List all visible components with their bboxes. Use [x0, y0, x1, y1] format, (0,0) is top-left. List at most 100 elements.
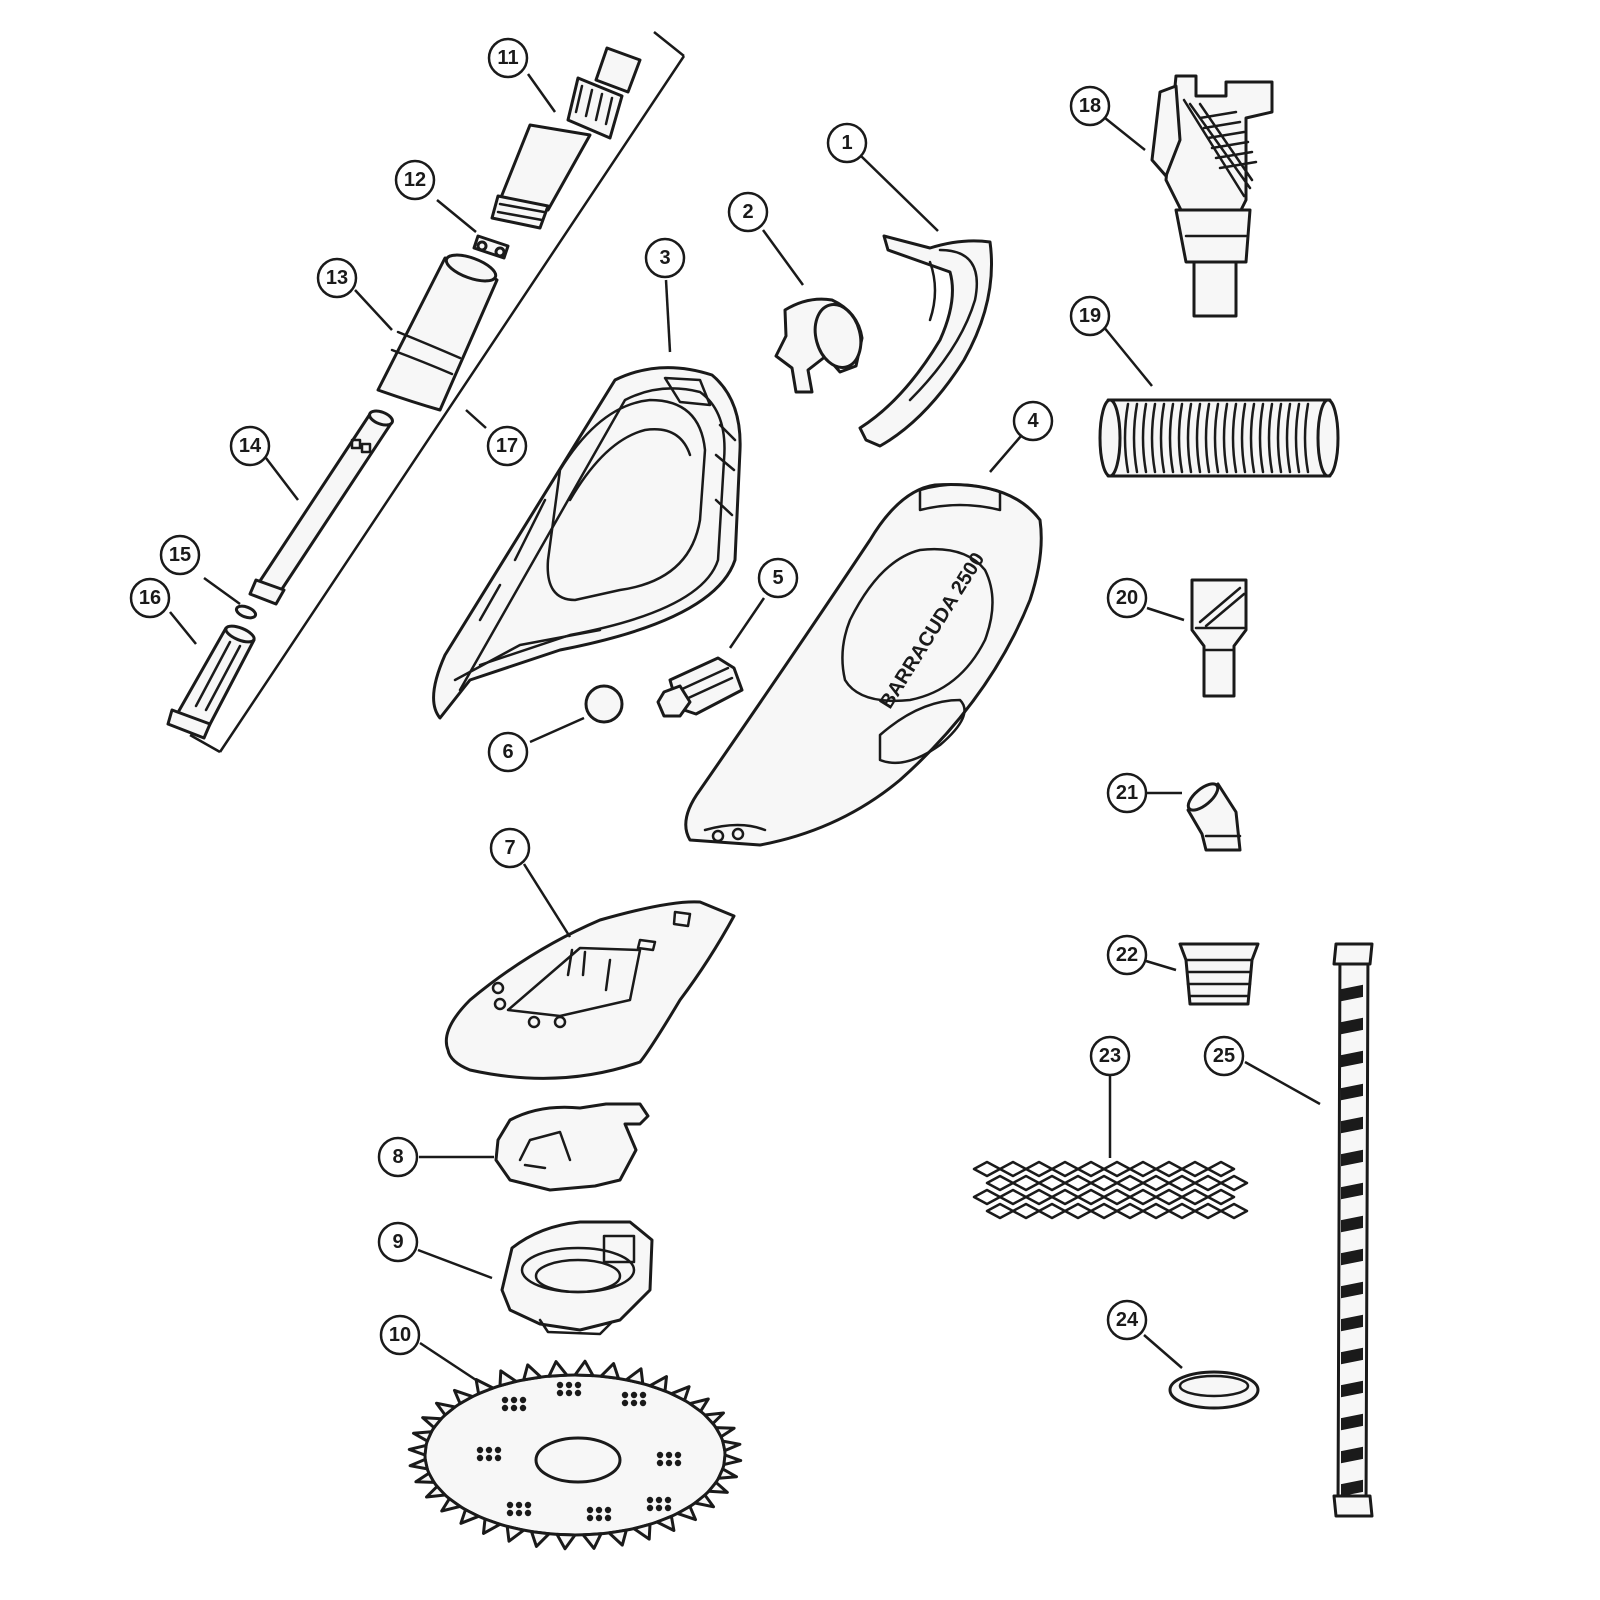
callout-18: 18	[1069, 85, 1111, 127]
disc-hole	[574, 1381, 582, 1389]
disc-hole	[556, 1381, 564, 1389]
callout-label: 16	[139, 587, 161, 609]
disc-hole	[519, 1396, 527, 1404]
disc-fin	[555, 1532, 577, 1551]
part-3-inner-body	[432, 366, 742, 720]
disc-hole	[519, 1404, 527, 1412]
disc-fin	[547, 1360, 569, 1378]
disc-hole	[586, 1514, 594, 1522]
callout-8: 8	[377, 1136, 419, 1178]
callout-label: 22	[1116, 944, 1138, 966]
disc-hole	[494, 1446, 502, 1454]
callout-15: 15	[159, 534, 201, 576]
disc-fin	[722, 1453, 743, 1467]
hose-rib	[1159, 402, 1166, 474]
disc-fin	[425, 1484, 447, 1499]
part-8-plate	[494, 1102, 650, 1192]
callout-13: 13	[316, 257, 358, 299]
part-18-swivel-valve	[1150, 74, 1274, 318]
disc-fin	[459, 1508, 481, 1525]
callout-19: 19	[1069, 295, 1111, 337]
hose-rib	[1303, 402, 1310, 474]
part-15-o-ring	[234, 604, 258, 620]
callout-21: 21	[1106, 772, 1148, 814]
callout-10: 10	[379, 1314, 421, 1356]
disc-fin	[676, 1504, 697, 1522]
disc-fin	[599, 1362, 620, 1380]
disc-hole	[646, 1504, 654, 1512]
callout-20: 20	[1106, 577, 1148, 619]
hose-rib	[1231, 402, 1238, 474]
disc-fin	[530, 1530, 551, 1548]
tube-rib	[1341, 1116, 1363, 1134]
tube-ribs	[1341, 984, 1363, 1497]
mesh-cell	[1219, 1202, 1249, 1220]
disc-fin	[407, 1443, 428, 1457]
hose-rib	[1168, 402, 1175, 474]
disc-hole	[674, 1451, 682, 1459]
disc-fin	[573, 1359, 595, 1378]
part-7-base	[444, 900, 736, 1080]
callout-label: 20	[1116, 587, 1138, 609]
callout-9: 9	[377, 1221, 419, 1263]
callout-label: 10	[389, 1324, 411, 1346]
part-23-mesh	[972, 1160, 1252, 1222]
tube-rib	[1341, 984, 1363, 1002]
disc-hole	[604, 1506, 612, 1514]
hose-rib	[1141, 402, 1148, 474]
part-16-end-coupling	[166, 624, 256, 740]
tube-rib	[1341, 1050, 1363, 1068]
disc-fin	[412, 1430, 433, 1443]
tube-rib	[1341, 1149, 1363, 1167]
callout-label: 2	[742, 201, 753, 223]
callout-23: 23	[1089, 1035, 1131, 1077]
disc-hole	[556, 1389, 564, 1397]
disc-hole	[664, 1504, 672, 1512]
disc-hole	[639, 1399, 647, 1407]
disc-fin	[414, 1471, 436, 1484]
disc-hole	[630, 1391, 638, 1399]
callout-label: 11	[497, 47, 518, 69]
part-24-ring	[1168, 1370, 1260, 1410]
disc-hole	[476, 1454, 484, 1462]
disc-fins	[407, 1359, 743, 1551]
callout-7: 7	[489, 827, 531, 869]
part-19-corrugated-hose	[1098, 398, 1340, 478]
disc-fin	[607, 1528, 628, 1547]
tube-rib	[1341, 1380, 1363, 1398]
callout-label: 3	[659, 247, 670, 269]
disc-hole	[485, 1446, 493, 1454]
hose-rib	[1132, 402, 1139, 474]
tube-rib	[1341, 1413, 1363, 1431]
hose-rib	[1267, 402, 1274, 474]
disc-hole	[524, 1501, 532, 1509]
disc-hole	[565, 1389, 573, 1397]
disc-fin	[408, 1457, 429, 1471]
tube-rib	[1341, 1314, 1363, 1332]
tube-rib	[1341, 1083, 1363, 1101]
hose-corrugations	[1123, 402, 1310, 474]
tube-rib	[1341, 1215, 1363, 1233]
part-21-elbow	[1186, 782, 1242, 852]
disc-hole	[501, 1404, 509, 1412]
part-13-coupling	[376, 253, 499, 412]
tube-rib	[1341, 1017, 1363, 1035]
disc-hole	[630, 1399, 638, 1407]
hose-rib	[1195, 402, 1202, 474]
disc-fin	[581, 1532, 603, 1550]
callout-label: 25	[1213, 1045, 1235, 1067]
hose-rib	[1294, 402, 1301, 474]
disc-fin	[707, 1480, 729, 1494]
disc-fin	[498, 1369, 518, 1388]
callout-label: 23	[1099, 1045, 1121, 1067]
disc-hole	[506, 1509, 514, 1517]
callout-label: 17	[496, 435, 518, 457]
disc-fin	[522, 1363, 543, 1382]
disc-hole	[524, 1509, 532, 1517]
hose-rib	[1222, 402, 1229, 474]
part-4-outer-shell: BARRACUDA 2500	[684, 482, 1043, 847]
callout-25: 25	[1203, 1035, 1245, 1077]
tube-rib	[1341, 1347, 1363, 1365]
disc-hole	[655, 1496, 663, 1504]
